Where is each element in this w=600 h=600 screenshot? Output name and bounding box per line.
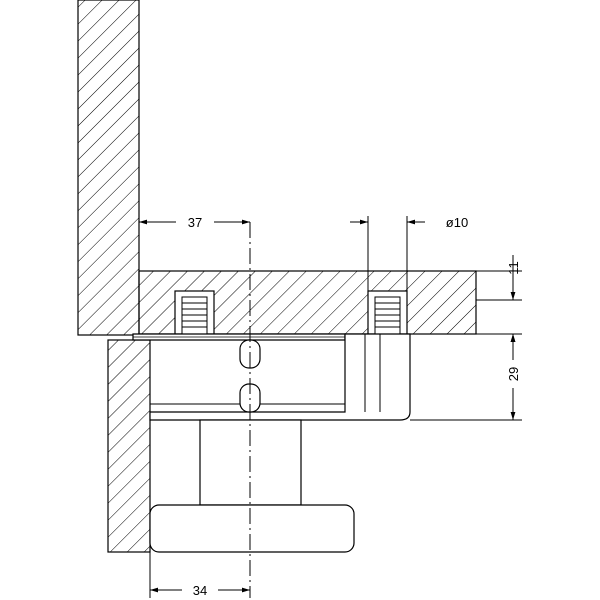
dim-phi10-label: ø10 — [446, 215, 468, 230]
lower-wall-section — [107, 339, 151, 553]
dim-34-label: 34 — [193, 583, 207, 598]
dimension-34: 34 — [149, 552, 250, 599]
adjustment-knob — [149, 504, 355, 553]
right-insert-bushing — [367, 290, 408, 335]
dimension-29: 29 — [504, 334, 522, 420]
right-bracket-body — [149, 333, 411, 421]
dim-29-label: 29 — [506, 367, 521, 381]
dim-37-label: 37 — [188, 215, 202, 230]
dimension-37: 37 — [139, 213, 250, 231]
dimension-phi10: ø10 — [350, 215, 468, 292]
upper-wall-section — [77, 0, 140, 336]
dim-11-label: 11 — [506, 261, 521, 275]
left-insert-bushing — [174, 290, 215, 335]
